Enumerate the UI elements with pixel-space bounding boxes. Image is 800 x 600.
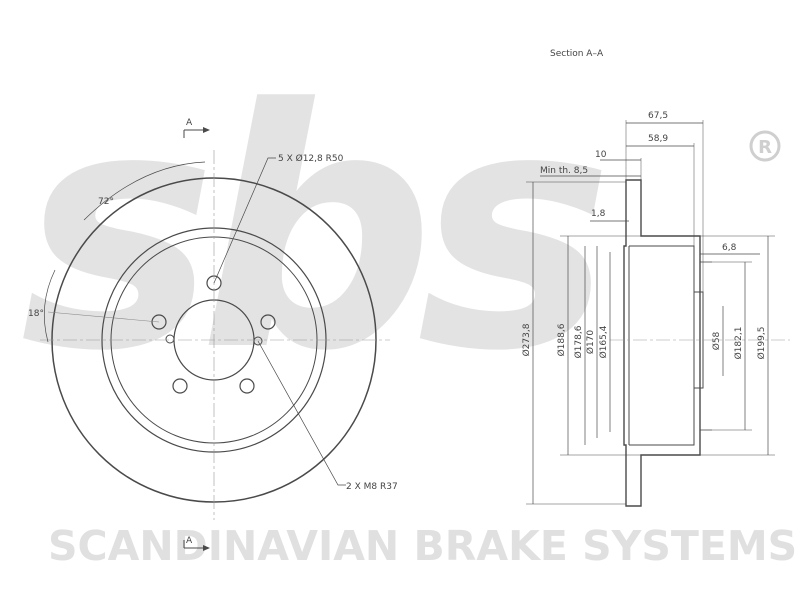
bolt-hole xyxy=(151,314,167,330)
section-marker-bottom: A xyxy=(186,536,193,546)
bolt-hole-callout: 5 X Ø12,8 R50 xyxy=(278,153,344,164)
section-marker-top: A xyxy=(186,118,193,128)
disc-front-view xyxy=(40,127,390,551)
section-title: Section A–A xyxy=(550,49,604,59)
company-name: SCANDINAVIAN BRAKE SYSTEMS xyxy=(48,522,797,570)
dim-1-8: 1,8 xyxy=(591,209,606,219)
dim-58-9: 58,9 xyxy=(648,134,668,144)
dia-178-6: Ø178,6 xyxy=(573,325,584,358)
dim-10: 10 xyxy=(595,150,607,160)
thread-hole xyxy=(165,334,175,344)
logo-watermark-text: sbs xyxy=(20,39,602,423)
thread-hole-callout: 2 X M8 R37 xyxy=(346,482,398,492)
thread-hole xyxy=(253,336,263,346)
dia-165-4: Ø165,4 xyxy=(598,325,609,358)
bolt-hole xyxy=(172,378,188,394)
registered-mark-icon: R xyxy=(749,130,781,162)
dia-188-6: Ø188,6 xyxy=(556,323,567,356)
sbs-watermark-logo: sbs xyxy=(20,39,620,423)
angle-18-label: 18° xyxy=(28,309,44,319)
dia-273-8: Ø273,8 xyxy=(521,323,532,356)
dia-199-5: Ø199,5 xyxy=(756,327,767,360)
dia-58: Ø58 xyxy=(711,331,722,350)
bolt-hole xyxy=(260,314,276,330)
angle-72-label: 72° xyxy=(98,197,114,207)
registered-mark-letter: R xyxy=(758,137,772,158)
dim-67-5: 67,5 xyxy=(648,111,668,121)
dim-6-8: 6,8 xyxy=(722,243,737,253)
bolt-hole xyxy=(239,378,255,394)
dia-182-1: Ø182,1 xyxy=(733,327,744,360)
disc-section-view xyxy=(526,120,790,507)
min-thickness-label: Min th. 8,5 xyxy=(540,166,588,176)
dia-170: Ø170 xyxy=(585,330,596,355)
